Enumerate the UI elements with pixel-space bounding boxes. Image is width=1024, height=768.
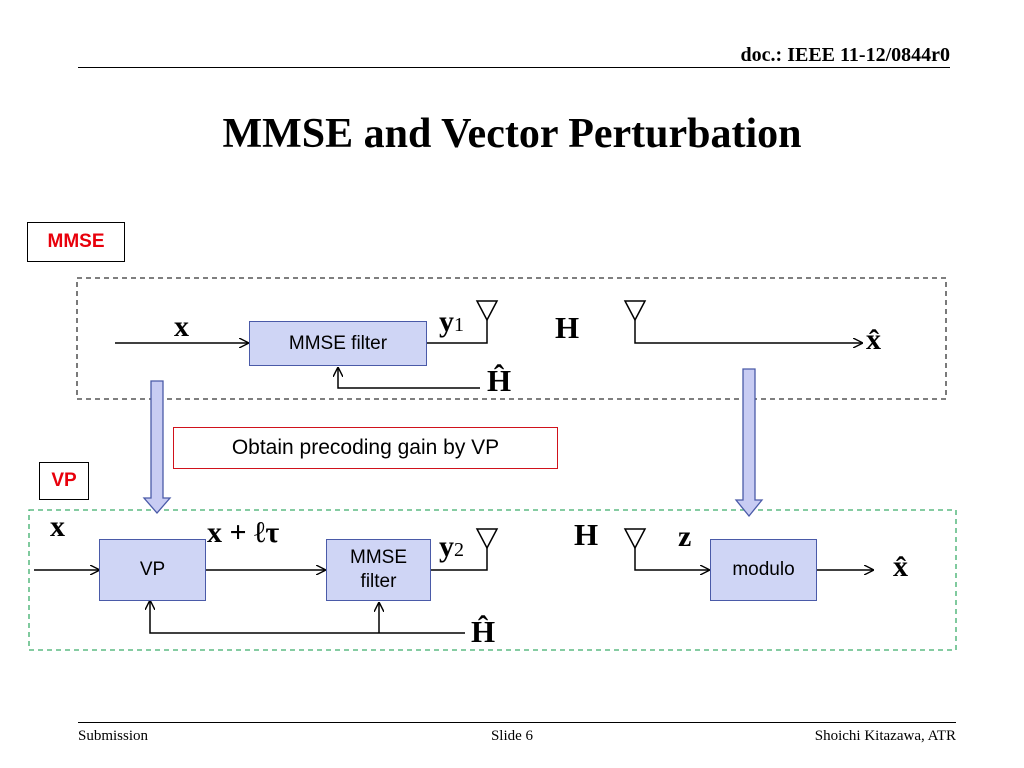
mmse-output-line	[427, 320, 488, 344]
doc-id: doc.: IEEE 11-12/0844r0	[740, 44, 950, 66]
vp-rx-to-modulo-arrow	[634, 548, 709, 570]
mmse-rx-arrow	[634, 320, 862, 343]
footer-divider	[78, 722, 956, 723]
mmse-received-symbol: x̂	[866, 323, 881, 356]
footer-left: Submission	[78, 728, 149, 744]
vp-output-symbol: y2	[439, 530, 464, 563]
vp-mmse-filter-block: MMSE filter	[326, 539, 431, 601]
mmse-filter-block: MMSE filter	[249, 321, 427, 366]
vp-feedback-line	[150, 601, 465, 634]
mmse-region	[76, 277, 947, 400]
vp-received-symbol: x̂	[893, 550, 908, 583]
vp-gain-callout: Obtain precoding gain by VP	[173, 427, 558, 469]
vp-rx-antenna-icon	[623, 528, 647, 550]
vp-region	[28, 509, 957, 651]
footer-slide-number: Slide 6	[490, 728, 534, 744]
slide-title: MMSE and Vector Perturbation	[222, 111, 802, 157]
perturbed-signal-symbol: x + ℓτ	[207, 516, 280, 549]
mmse-tag: MMSE	[27, 222, 125, 262]
mmse-output-symbol: y1	[439, 305, 464, 338]
vp-tx-antenna-icon	[475, 528, 499, 550]
vp-block: VP	[99, 539, 206, 601]
header-divider	[78, 67, 950, 68]
vp-estimate-symbol: Ĥ	[471, 614, 496, 649]
mmse-channel-symbol: H	[555, 310, 580, 345]
mmse-feedback-arrow	[338, 368, 480, 389]
rx-antenna-icon	[623, 300, 647, 322]
modulo-block: modulo	[710, 539, 817, 601]
down-arrow-right	[734, 368, 764, 518]
tx-antenna-icon	[475, 300, 499, 322]
down-arrow-left	[142, 380, 172, 514]
vp-input-symbol: x	[50, 510, 65, 543]
mmse-estimate-symbol: Ĥ	[487, 363, 512, 398]
vp-tag: VP	[39, 462, 89, 500]
z-symbol: z	[678, 520, 692, 553]
vp-output-line	[431, 548, 488, 571]
mmse-input-symbol: x	[174, 310, 189, 343]
vp-channel-symbol: H	[574, 517, 599, 552]
footer-author: Shoichi Kitazawa, ATR	[814, 728, 956, 744]
